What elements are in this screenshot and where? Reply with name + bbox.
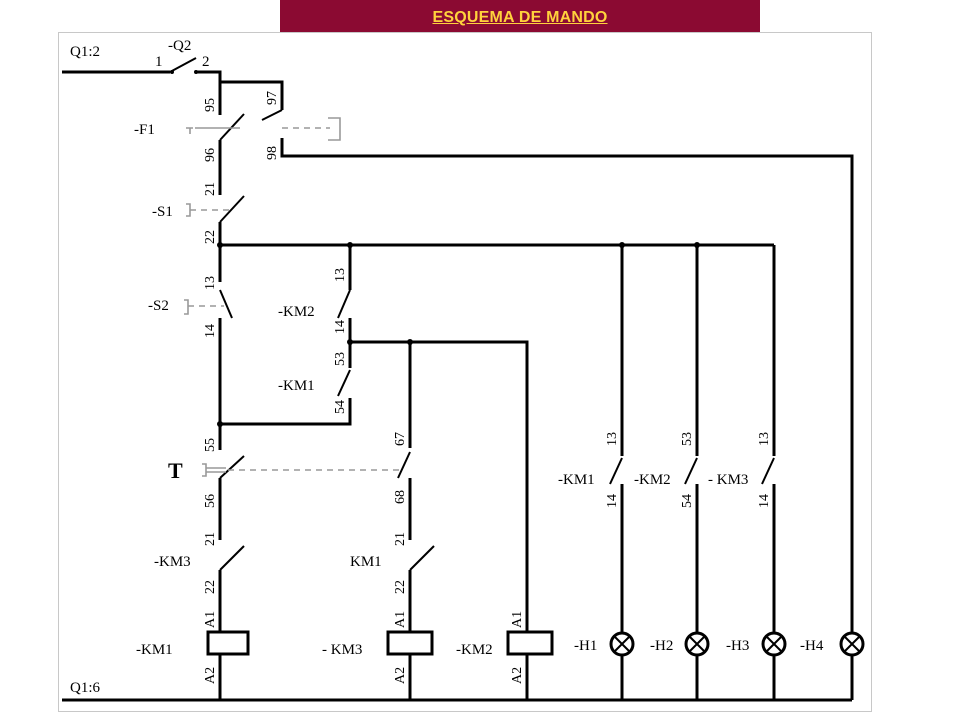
- f1-terminal-97: 97: [265, 91, 280, 105]
- q2-label: -Q2: [168, 38, 191, 54]
- signal-contacts: -KM1 13 14 -KM2 53 54 - KM3 13 14: [558, 432, 776, 632]
- coil-km1-body: [206, 630, 250, 656]
- branch-self-hold: -KM2 13 14 -KM1 53 54: [220, 268, 529, 632]
- km1-aux-terminal-54: 54: [333, 400, 348, 414]
- rail-top-label: Q1:2: [70, 44, 100, 60]
- lamp-h4-label: -H4: [800, 638, 824, 654]
- s1-terminal-22: 22: [203, 230, 218, 244]
- timer-terminal-55: 55: [203, 438, 218, 452]
- km2-hold-label: -KM2: [278, 304, 315, 320]
- coil-km1-label: -KM1: [136, 642, 173, 658]
- interlock-km3: -KM3 21 22: [154, 532, 218, 594]
- f1-terminal-96: 96: [203, 148, 218, 162]
- bus-after-s1: [220, 242, 776, 456]
- q2-terminal-1: 1: [155, 54, 163, 70]
- km1-int-terminal-21: 21: [393, 532, 408, 546]
- s2-terminal-14: 14: [203, 324, 218, 338]
- coil-km3-label: - KM3: [322, 642, 362, 658]
- lamp-h2: -H2: [650, 631, 710, 700]
- coil-km2-a2: A2: [510, 667, 525, 684]
- sig-km3-label: - KM3: [708, 472, 748, 488]
- sig-km1-bot: 14: [605, 494, 620, 508]
- km3-int-terminal-22: 22: [203, 580, 218, 594]
- km1-aux-label: -KM1: [278, 378, 315, 394]
- lamp-h1: -H1: [574, 631, 635, 700]
- top-rail: Q1:2: [62, 44, 170, 74]
- lamp-h1-label: -H1: [574, 638, 597, 654]
- s1-label: -S1: [152, 204, 173, 220]
- km3-int-label: -KM3: [154, 554, 191, 570]
- timer-terminal-68: 68: [393, 490, 408, 504]
- rail-bottom-label: Q1:6: [70, 680, 101, 696]
- lamp-h3-label: -H3: [726, 638, 749, 654]
- sig-km1-label: -KM1: [558, 472, 595, 488]
- coil-km2-body: [506, 630, 554, 656]
- sig-km1-top: 13: [605, 432, 620, 446]
- s2-terminal-13: 13: [203, 276, 218, 290]
- f1-terminal-98: 98: [265, 146, 280, 160]
- timer-t: T 55 56 67 68: [168, 432, 435, 700]
- km3-int-terminal-21: 21: [203, 532, 218, 546]
- sig-km2-top: 53: [680, 432, 695, 446]
- interlock-km1: KM1 21 22: [350, 532, 408, 594]
- title-bar: ESQUEMA DE MANDO: [280, 0, 760, 32]
- timer-terminal-67: 67: [393, 432, 408, 446]
- s1-terminal-21: 21: [203, 182, 218, 196]
- km2-hold-terminal-14: 14: [333, 320, 348, 334]
- bottom-rail: Q1:6: [62, 680, 852, 702]
- coil-km2-a1: A1: [510, 611, 525, 628]
- coil-km3-a2: A2: [393, 667, 408, 684]
- s2-label: -S2: [148, 298, 169, 314]
- coil-km3-body: [386, 630, 434, 656]
- km1-int-label: KM1: [350, 554, 382, 570]
- coil-km1-a2: A2: [203, 667, 218, 684]
- km2-hold-terminal-13: 13: [333, 268, 348, 282]
- coil-labels: -KM1 A1 A2 - KM3 A1 A2 -KM2 A1 A2: [136, 611, 525, 684]
- sig-km2-bot: 54: [680, 494, 695, 508]
- lamp-h4: -H4: [800, 631, 865, 700]
- km1-aux-terminal-53: 53: [333, 352, 348, 366]
- f1-label: -F1: [134, 122, 155, 138]
- diagram-frame: [58, 32, 872, 712]
- sig-km3-bot: 14: [757, 494, 772, 508]
- lamp-h3: -H3: [726, 631, 787, 700]
- pushbutton-s2: -S2 13 14: [148, 276, 224, 338]
- pilot-lamps: -H1 -H2 -H3 -H4: [574, 631, 865, 700]
- coil-km2-label: -KM2: [456, 642, 493, 658]
- q2-terminal-2: 2: [202, 54, 210, 70]
- diagram-title[interactable]: ESQUEMA DE MANDO: [432, 9, 608, 26]
- timer-terminal-56: 56: [203, 494, 218, 508]
- coil-km1-a1: A1: [203, 611, 218, 628]
- timer-label: T: [168, 458, 183, 483]
- km1-int-terminal-22: 22: [393, 580, 408, 594]
- branch-main: [206, 82, 250, 700]
- switch-s1: -S1 21 22: [152, 182, 230, 244]
- branch-km2-coil: [506, 630, 554, 700]
- sig-km2-label: -KM2: [634, 472, 671, 488]
- lamp-h2-label: -H2: [650, 638, 673, 654]
- relay-f1: -F1 95 96 97 98: [134, 91, 854, 632]
- coil-km3-a1: A1: [393, 611, 408, 628]
- sig-km3-top: 13: [757, 432, 772, 446]
- f1-terminal-95: 95: [203, 98, 218, 112]
